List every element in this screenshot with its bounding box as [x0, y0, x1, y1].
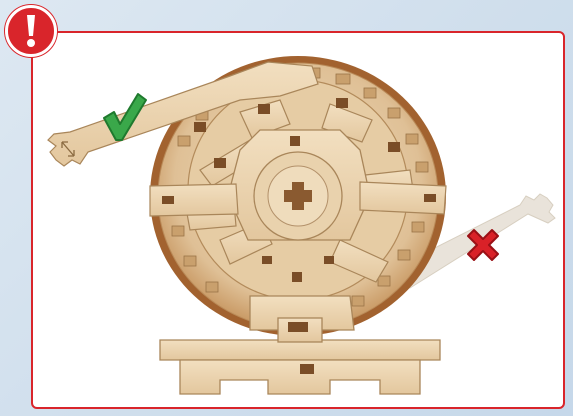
check-mark-icon — [100, 92, 148, 144]
cross-mark-icon — [462, 224, 504, 266]
base-stand — [160, 296, 440, 394]
warning-badge — [5, 5, 57, 57]
exclamation-icon — [8, 8, 54, 54]
